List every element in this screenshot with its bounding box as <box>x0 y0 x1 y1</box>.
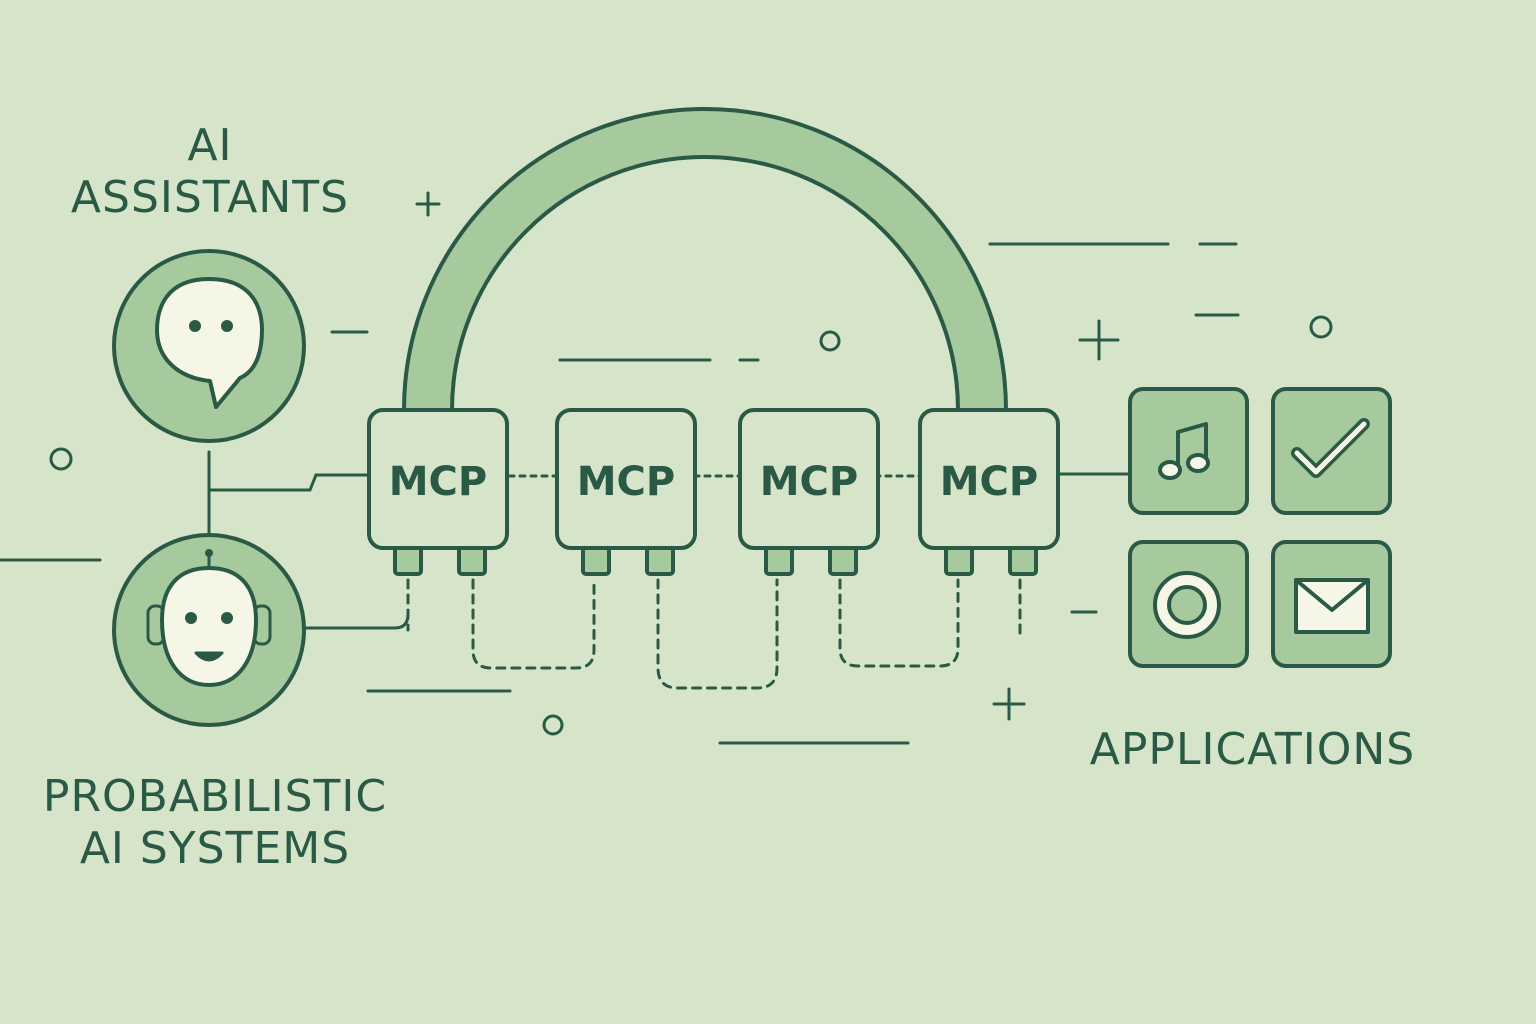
envelope-icon <box>1294 578 1370 634</box>
music-note-icon <box>1158 422 1210 480</box>
ai-assistants-label: AI ASSISTANTS <box>60 120 360 224</box>
mcp-node[interactable]: MCP <box>738 408 880 576</box>
applications-label-text: APPLICATIONS <box>1089 724 1416 775</box>
ai-assistants-label-line2: ASSISTANTS <box>70 172 350 223</box>
mcp-cables <box>406 578 1022 690</box>
mcp-label: MCP <box>760 459 858 505</box>
mcp-label: MCP <box>940 459 1038 505</box>
mcp-box <box>918 408 1060 550</box>
app-tile-tasks[interactable] <box>1271 387 1392 515</box>
mcp-node[interactable]: MCP <box>367 408 509 576</box>
robot-face-icon <box>146 549 272 688</box>
app-tile-mail[interactable] <box>1271 540 1392 668</box>
mcp-arch <box>402 107 1008 412</box>
decorations <box>0 191 1333 745</box>
mcp-box <box>367 408 509 550</box>
applications-label: APPLICATIONS <box>1055 724 1450 776</box>
probabilistic-ai-node <box>112 533 306 727</box>
ai-assistants-label-line1: AI <box>187 120 233 171</box>
mcp-nodes: MCP MCP MCP MCP <box>367 408 1060 576</box>
mcp-node[interactable]: MCP <box>918 408 1060 576</box>
circle-record-icon <box>1153 571 1221 639</box>
mcp-box <box>738 408 880 550</box>
mcp-box <box>555 408 697 550</box>
mcp-label: MCP <box>389 459 487 505</box>
mcp-node[interactable]: MCP <box>555 408 697 576</box>
probabilistic-ai-label-line1: PROBABILISTIC <box>42 771 388 822</box>
probabilistic-ai-label-line2: AI SYSTEMS <box>79 823 351 874</box>
app-tile-music[interactable] <box>1128 387 1249 515</box>
chat-bubble-icon <box>155 277 264 409</box>
applications-grid <box>1128 387 1392 668</box>
probabilistic-ai-label: PROBABILISTIC AI SYSTEMS <box>20 771 410 875</box>
mcp-label: MCP <box>577 459 675 505</box>
app-tile-record[interactable] <box>1128 540 1249 668</box>
ai-assistant-node <box>112 249 306 443</box>
